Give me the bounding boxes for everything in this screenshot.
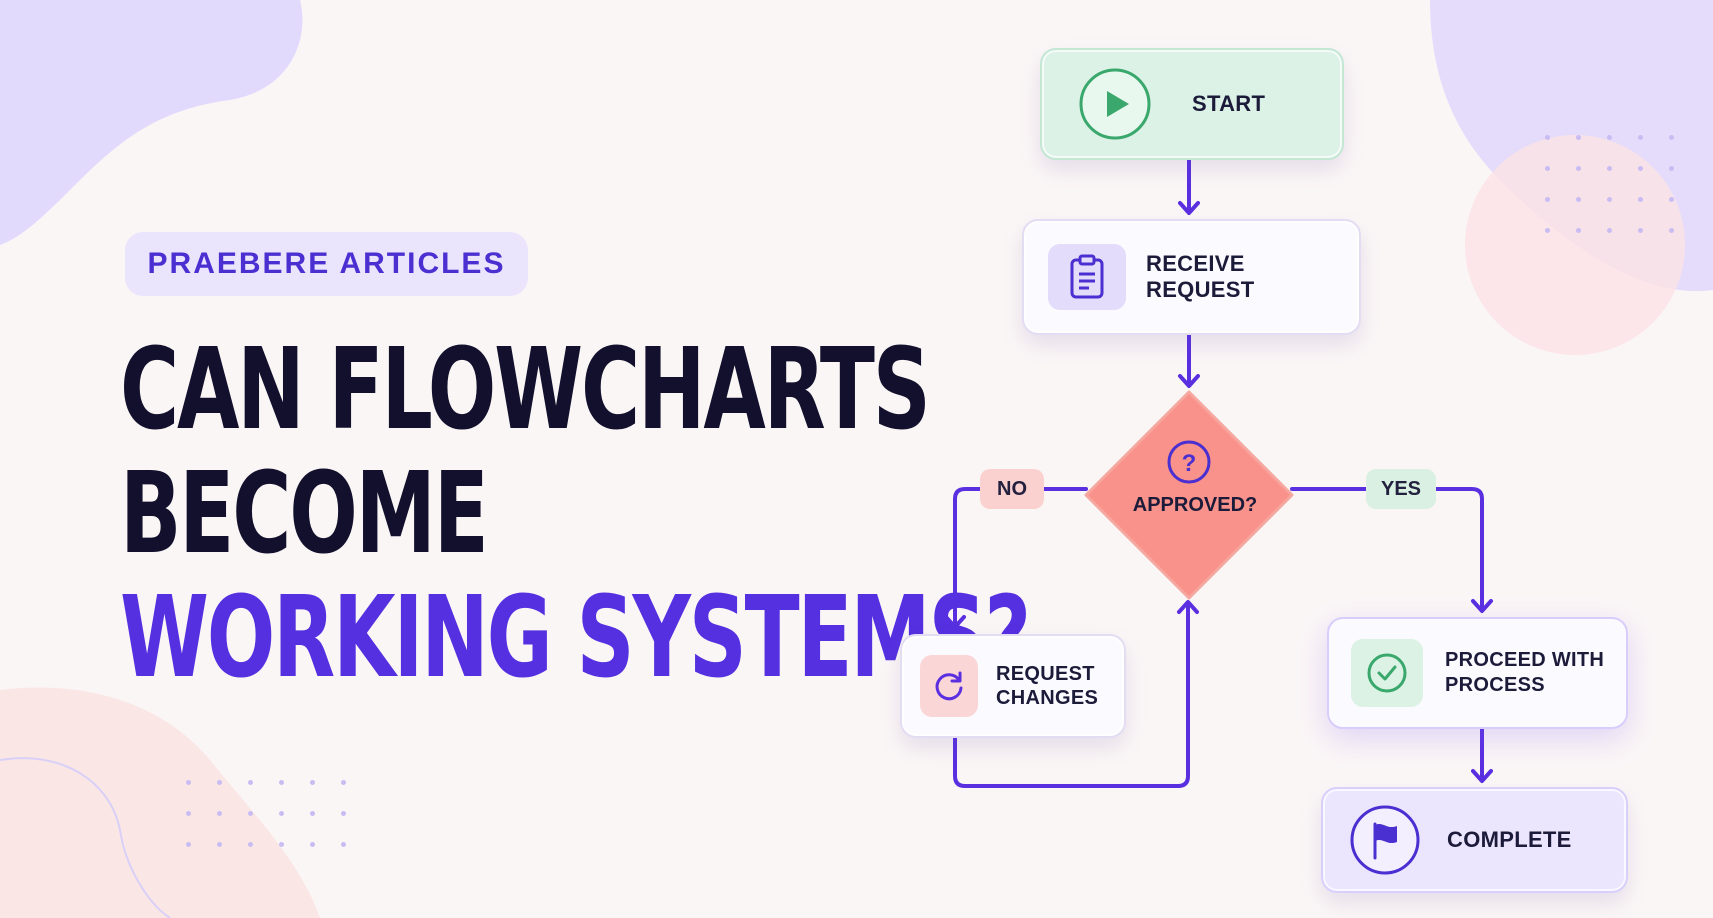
node-start-label: START xyxy=(1192,91,1266,116)
blob-bottom-left xyxy=(0,687,320,918)
play-icon xyxy=(1078,67,1152,141)
node-proceed: PROCEED WITH PROCESS xyxy=(1327,617,1628,729)
node-receive-label: RECEIVE REQUEST xyxy=(1146,251,1255,302)
branch-no-label: NO xyxy=(980,469,1044,509)
flag-icon xyxy=(1349,804,1421,876)
node-receive-request: RECEIVE REQUEST xyxy=(1022,219,1361,335)
node-request-changes: REQUEST CHANGES xyxy=(900,634,1126,738)
clipboard-icon xyxy=(1048,244,1126,310)
node-complete-label: COMPLETE xyxy=(1447,827,1572,852)
headline-line-2: BECOME xyxy=(120,449,489,579)
headline-line-1: CAN FLOWCHARTS xyxy=(120,325,931,455)
node-request-label-1: REQUEST xyxy=(996,663,1095,685)
dot-grid-top-right xyxy=(1545,135,1674,233)
dot-grid-bottom-left xyxy=(186,780,346,847)
blob-bottom-left-line xyxy=(0,757,171,918)
article-badge: PRAEBERE ARTICLES xyxy=(125,232,528,296)
node-proceed-label-1: PROCEED WITH xyxy=(1445,649,1605,671)
node-complete: COMPLETE xyxy=(1321,787,1628,893)
node-request-label-2: CHANGES xyxy=(996,687,1099,709)
check-icon xyxy=(1351,639,1423,707)
headline-line-3: WORKING SYSTEMS? xyxy=(120,573,1031,703)
node-proceed-label-2: PROCESS xyxy=(1445,674,1545,696)
decision-diamond xyxy=(1084,390,1294,600)
decision-label: APPROVED? xyxy=(1132,494,1258,516)
connectors xyxy=(944,155,1493,788)
branch-yes-label: YES xyxy=(1366,469,1436,509)
node-start: START xyxy=(1040,48,1344,160)
refresh-icon xyxy=(920,655,978,717)
svg-text:?: ? xyxy=(1182,450,1197,477)
question-icon: ? xyxy=(1167,440,1211,484)
blob-pink-right xyxy=(1465,135,1685,355)
blob-top-left xyxy=(0,0,303,245)
